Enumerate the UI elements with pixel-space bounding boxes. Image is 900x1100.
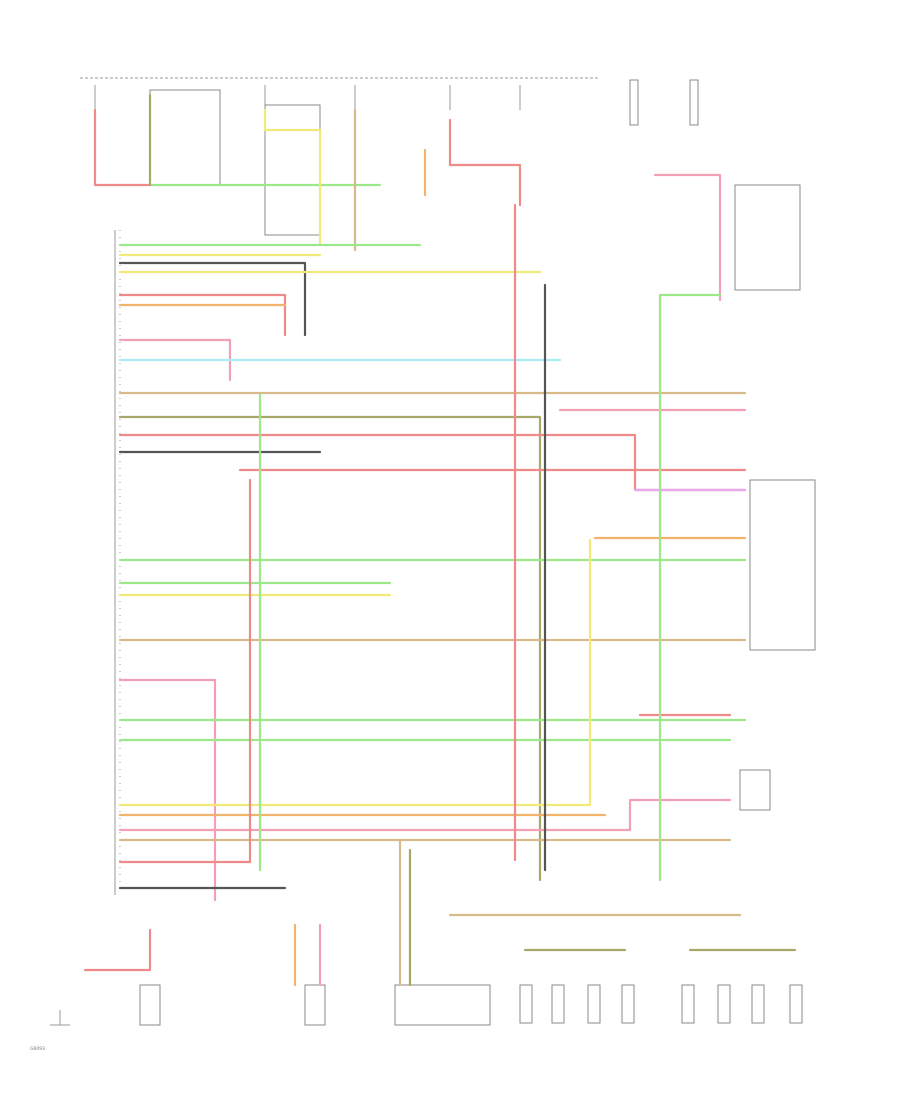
wire-pink-row20 <box>118 678 217 902</box>
wire-yellow-relay <box>263 108 322 247</box>
wire-pink-row7 <box>118 338 232 382</box>
wire-olive-row10 <box>118 415 542 882</box>
wire-red-bottom-left <box>83 928 152 972</box>
pcm-connector-column <box>114 230 121 895</box>
diagram-code: G6093 <box>30 1046 45 1052</box>
wire-red-mid <box>448 118 522 207</box>
injector-group <box>519 984 803 1024</box>
wire-red-row11 <box>118 433 747 492</box>
wire-red-top <box>93 108 152 187</box>
wire-red-row5 <box>118 293 287 337</box>
wire-dark-row3 <box>118 261 307 337</box>
wire-red-row28 <box>118 478 252 864</box>
wire-group <box>83 93 797 987</box>
top-power-rail <box>80 77 699 126</box>
wire-yellow-row24 <box>118 538 592 807</box>
wire-pink-row26 <box>118 798 732 832</box>
wire-pink-right <box>653 173 722 302</box>
wire-green-right-vert <box>658 293 722 882</box>
ground-symbols <box>50 1010 70 1026</box>
component-boxes <box>139 89 816 1026</box>
fuse-group <box>94 85 521 110</box>
